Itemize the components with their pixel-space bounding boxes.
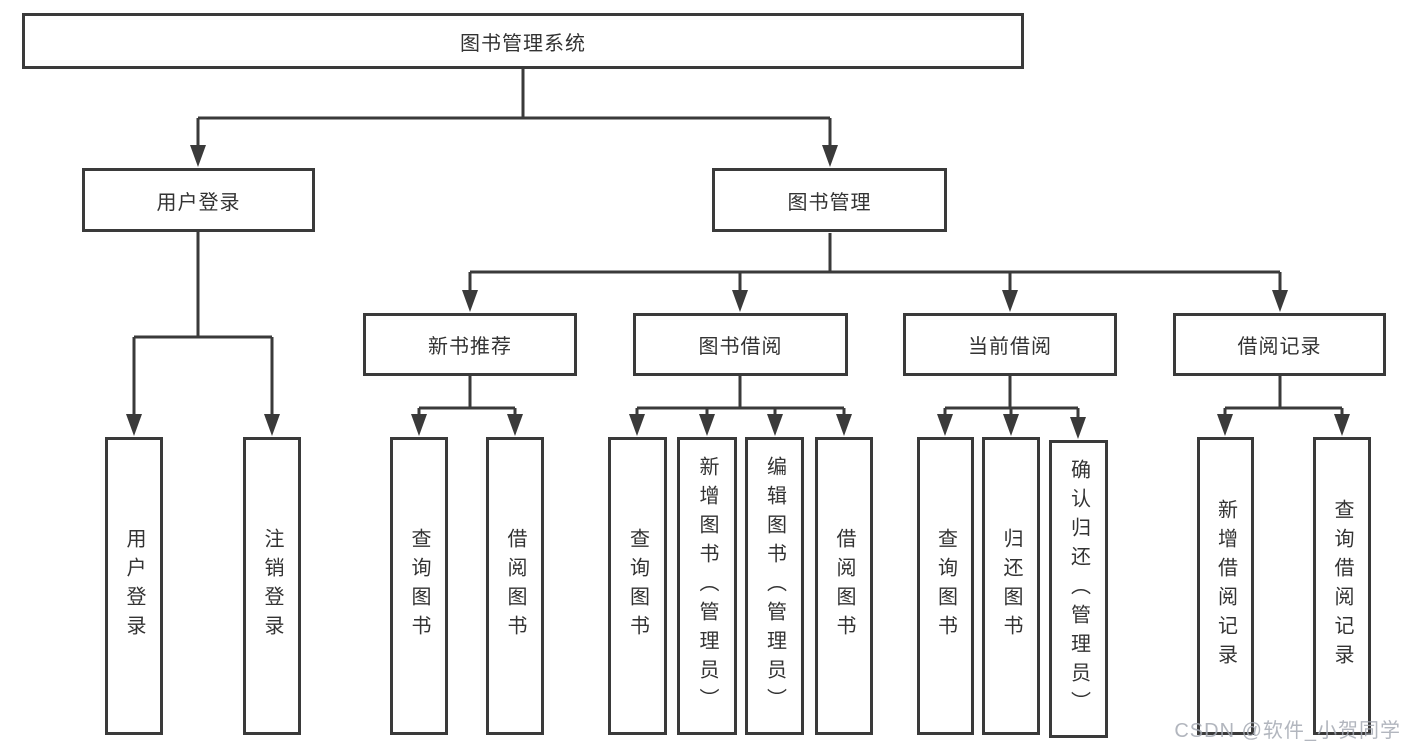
- node-book-borrowing: 图书借阅: [633, 313, 848, 376]
- leaf-current-return-books: 归还图书: [982, 437, 1040, 735]
- leaf-borrowing-add-books-admin: 新增图书（管理员）: [677, 437, 737, 735]
- leaf-borrowing-query-books: 查询图书: [608, 437, 667, 735]
- leaf-current-query-books: 查询图书: [917, 437, 974, 735]
- arrowheads: [126, 145, 1350, 439]
- node-borrowing-records: 借阅记录: [1173, 313, 1386, 376]
- leaf-recommend-borrow-books: 借阅图书: [486, 437, 544, 735]
- leaf-current-confirm-return-admin: 确认归还（管理员）: [1049, 440, 1108, 738]
- leaf-borrowing-edit-books-admin: 编辑图书（管理员）: [745, 437, 804, 735]
- node-current-borrowing: 当前借阅: [903, 313, 1117, 376]
- leaf-borrowing-borrow-books: 借阅图书: [815, 437, 873, 735]
- node-user-login-group: 用户登录: [82, 168, 315, 232]
- node-library-system: 图书管理系统: [22, 13, 1024, 69]
- csdn-watermark: CSDN @软件_小贺同学: [1174, 720, 1401, 742]
- node-book-management: 图书管理: [712, 168, 947, 232]
- leaf-records-query-record: 查询借阅记录: [1313, 437, 1371, 735]
- connector-path: [132, 69, 1344, 422]
- leaf-user-login: 用户登录: [105, 437, 163, 735]
- node-new-book-recommend: 新书推荐: [363, 313, 577, 376]
- leaf-recommend-query-books: 查询图书: [390, 437, 448, 735]
- leaf-records-add-record: 新增借阅记录: [1197, 437, 1254, 735]
- leaf-logout: 注销登录: [243, 437, 301, 735]
